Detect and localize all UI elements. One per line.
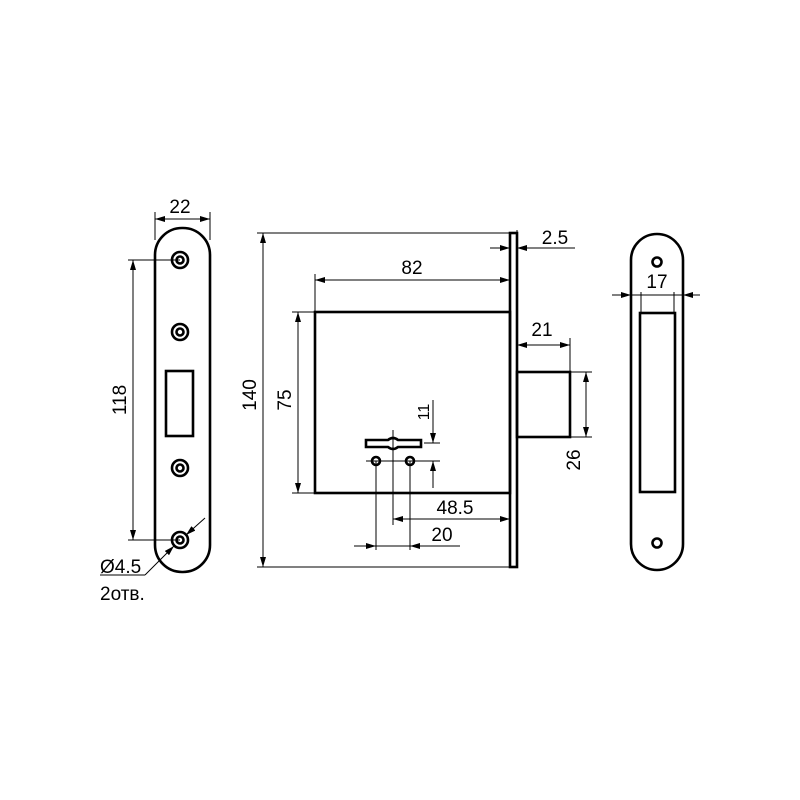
screw-hole-icon [651,256,663,268]
strike-plate-left: 22 118 Ø4.5 2отв. [100,197,212,605]
hole-count-note: 2отв. [100,584,145,605]
bolt [515,370,572,439]
dimension-key-spacing: 20 [431,525,452,546]
dimension-bolt-height: 26 [564,449,585,470]
dimension-backset: 48.5 [437,498,474,519]
dimension-slot-width: 17 [646,272,667,293]
dimension-key-offset: 11 [416,404,433,421]
dimension-hole-diameter: Ø4.5 [100,557,141,578]
lock-case [313,310,512,495]
dimension-body-depth: 82 [401,258,422,279]
bolt-opening [638,311,677,494]
dimension-hole-spacing: 118 [110,385,131,415]
keyhole-icon [364,436,423,451]
faceplate-right: 17 [612,232,700,572]
screw-hole-icon [170,322,190,342]
screw-hole-icon [651,537,663,549]
screw-hole-icon [170,458,190,478]
lock-body-view: 140 82 2.5 75 21 26 11 48.5 [240,228,592,569]
bolt-slot [164,369,195,438]
dimension-body-height: 75 [275,389,296,410]
strike-plate-outline [153,226,212,574]
dimension-bolt-throw: 21 [531,320,552,341]
faceplate-outline [629,232,685,572]
dimension-overall-height: 140 [240,379,261,411]
dimension-faceplate-thickness: 2.5 [542,228,568,249]
dimension-width: 22 [169,197,190,218]
